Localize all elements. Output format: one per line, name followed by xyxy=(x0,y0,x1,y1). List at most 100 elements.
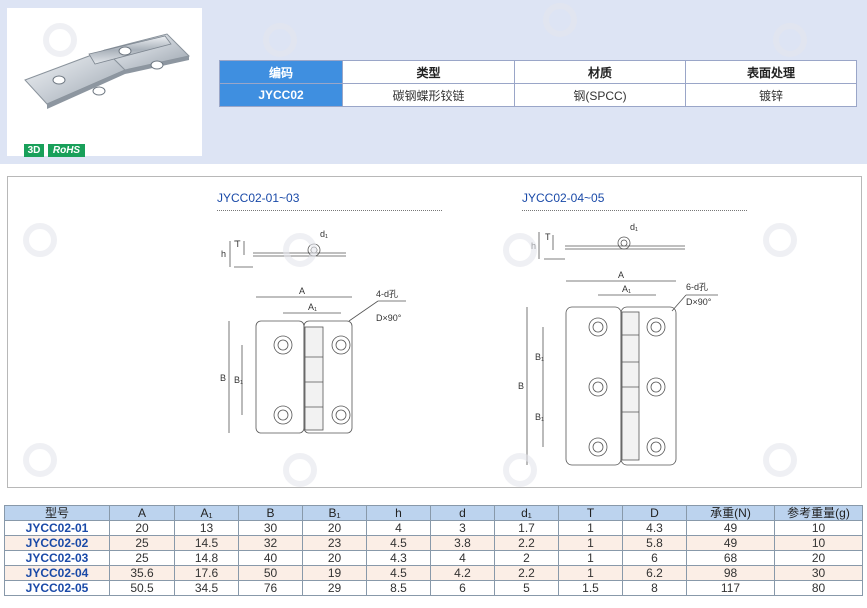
table-cell: 4.5 xyxy=(366,565,431,581)
table-cell: 34.5 xyxy=(174,580,239,596)
hole-note-2a: 6-d孔 xyxy=(686,282,708,292)
model-cell: JYCC02-02 xyxy=(4,535,110,551)
table-cell: 5.8 xyxy=(622,535,687,551)
table-cell: 13 xyxy=(174,520,239,536)
table-cell: 1 xyxy=(558,535,623,551)
table-cell: 8.5 xyxy=(366,580,431,596)
table-cell: 29 xyxy=(302,580,367,596)
table-cell: 25 xyxy=(109,535,175,551)
col-header-load: 承重(N) xyxy=(686,505,775,521)
table-cell: 3 xyxy=(430,520,495,536)
dim-label-a-2: A xyxy=(618,270,624,280)
spec-finish: 镀锌 xyxy=(685,83,857,107)
model-cell: JYCC02-05 xyxy=(4,580,110,596)
table-cell: 2.2 xyxy=(494,535,559,551)
table-cell: 6 xyxy=(622,550,687,566)
dim-label-a1-1: A₁ xyxy=(308,302,317,312)
dim-label-t-1: T xyxy=(235,239,241,249)
table-cell: 8 xyxy=(622,580,687,596)
table-cell: 20 xyxy=(302,550,367,566)
leaf-left-1 xyxy=(255,320,305,434)
spec-header-material: 材质 xyxy=(514,60,686,84)
col-header-b1: B₁ xyxy=(302,505,367,521)
dimension-drawing-panel: JYCC02-01~03 JYCC02-04~05 xyxy=(7,176,862,488)
spec-material: 钢(SPCC) xyxy=(514,83,686,107)
drawing-title-1: JYCC02-01~03 xyxy=(217,191,300,205)
model-cell: JYCC02-01 xyxy=(4,520,110,536)
model-cell: JYCC02-03 xyxy=(4,550,110,566)
spec-table: 编码 类型 材质 表面处理 JYCC02 碳钢蝶形铰链 钢(SPCC) 镀锌 xyxy=(219,60,857,107)
table-cell: 4.3 xyxy=(622,520,687,536)
table-cell: 20 xyxy=(302,520,367,536)
table-cell: 49 xyxy=(686,535,775,551)
dim-label-b-1: B xyxy=(220,373,226,383)
table-cell: 2.2 xyxy=(494,565,559,581)
table-cell: 49 xyxy=(686,520,775,536)
col-header-h: h xyxy=(366,505,431,521)
dim-label-t-2: T xyxy=(545,232,551,242)
table-cell: 6 xyxy=(430,580,495,596)
dim-label-h-1: h xyxy=(221,249,226,259)
table-cell: 20 xyxy=(109,520,175,536)
table-cell: 2 xyxy=(494,550,559,566)
table-cell: 1 xyxy=(558,565,623,581)
hole-note-1b: D×90° xyxy=(376,313,402,323)
hinge-drawings: d₁ h T A A₁ B B₁ 4-d孔 D×90° d₁ h T A A₁ … xyxy=(220,222,718,466)
model-cell: JYCC02-04 xyxy=(4,565,110,581)
dim-label-d1-2: d₁ xyxy=(630,222,638,232)
col-header-weight: 参考重量(g) xyxy=(774,505,863,521)
hole-note-1a: 4-d孔 xyxy=(376,289,398,299)
table-cell: 32 xyxy=(238,535,303,551)
table-cell: 6.2 xyxy=(622,565,687,581)
drawing-title-2: JYCC02-04~05 xyxy=(522,191,605,205)
product-photo: 3D RoHS xyxy=(7,8,202,157)
col-header-d: d xyxy=(430,505,495,521)
table-cell: 5 xyxy=(494,580,559,596)
table-cell: 14.5 xyxy=(174,535,239,551)
table-cell: 17.6 xyxy=(174,565,239,581)
dim-label-b1-2a: B₁ xyxy=(535,352,544,362)
table-cell: 14.8 xyxy=(174,550,239,566)
dim-label-b1-2b: B₁ xyxy=(535,412,544,422)
drawing-title-rule-1 xyxy=(217,210,442,211)
table-cell: 4 xyxy=(366,520,431,536)
spec-header-code: 编码 xyxy=(219,60,343,84)
table-cell: 30 xyxy=(774,565,863,581)
drawing-title-rule-2 xyxy=(522,210,747,211)
leaf-right-2 xyxy=(620,306,677,466)
product-header-band: 3D RoHS 编码 类型 材质 表面处理 JYCC02 碳钢蝶形铰链 钢(SP… xyxy=(0,0,867,164)
table-cell: 50.5 xyxy=(109,580,175,596)
3d-badge: 3D xyxy=(24,144,44,157)
col-header-d1: d₁ xyxy=(494,505,559,521)
dim-label-b-2: B xyxy=(518,381,524,391)
hole-note-2b: D×90° xyxy=(686,297,712,307)
table-cell: 50 xyxy=(238,565,303,581)
table-cell: 3.8 xyxy=(430,535,495,551)
table-cell: 10 xyxy=(774,520,863,536)
spec-code: JYCC02 xyxy=(219,83,343,107)
dim-label-a1-2: A₁ xyxy=(622,284,631,294)
col-header-model: 型号 xyxy=(4,505,110,521)
table-cell: 20 xyxy=(774,550,863,566)
col-header-b: B xyxy=(238,505,303,521)
table-cell: 1 xyxy=(558,550,623,566)
table-cell: 4.3 xyxy=(366,550,431,566)
table-cell: 4.5 xyxy=(366,535,431,551)
table-cell: 4.2 xyxy=(430,565,495,581)
dim-label-a-1: A xyxy=(299,286,305,296)
data-table-header-row: 型号 A A₁ B B₁ h d d₁ T D 承重(N) 参考重量(g) xyxy=(4,505,863,521)
hinge-photo-image xyxy=(24,33,191,109)
table-cell: 117 xyxy=(686,580,775,596)
table-cell: 1.5 xyxy=(558,580,623,596)
dim-label-b1-1: B₁ xyxy=(234,375,243,385)
table-cell: 1 xyxy=(558,520,623,536)
col-header-t: T xyxy=(558,505,623,521)
table-cell: 35.6 xyxy=(109,565,175,581)
table-cell: 10 xyxy=(774,535,863,551)
table-cell: 4 xyxy=(430,550,495,566)
col-header-a: A xyxy=(109,505,175,521)
